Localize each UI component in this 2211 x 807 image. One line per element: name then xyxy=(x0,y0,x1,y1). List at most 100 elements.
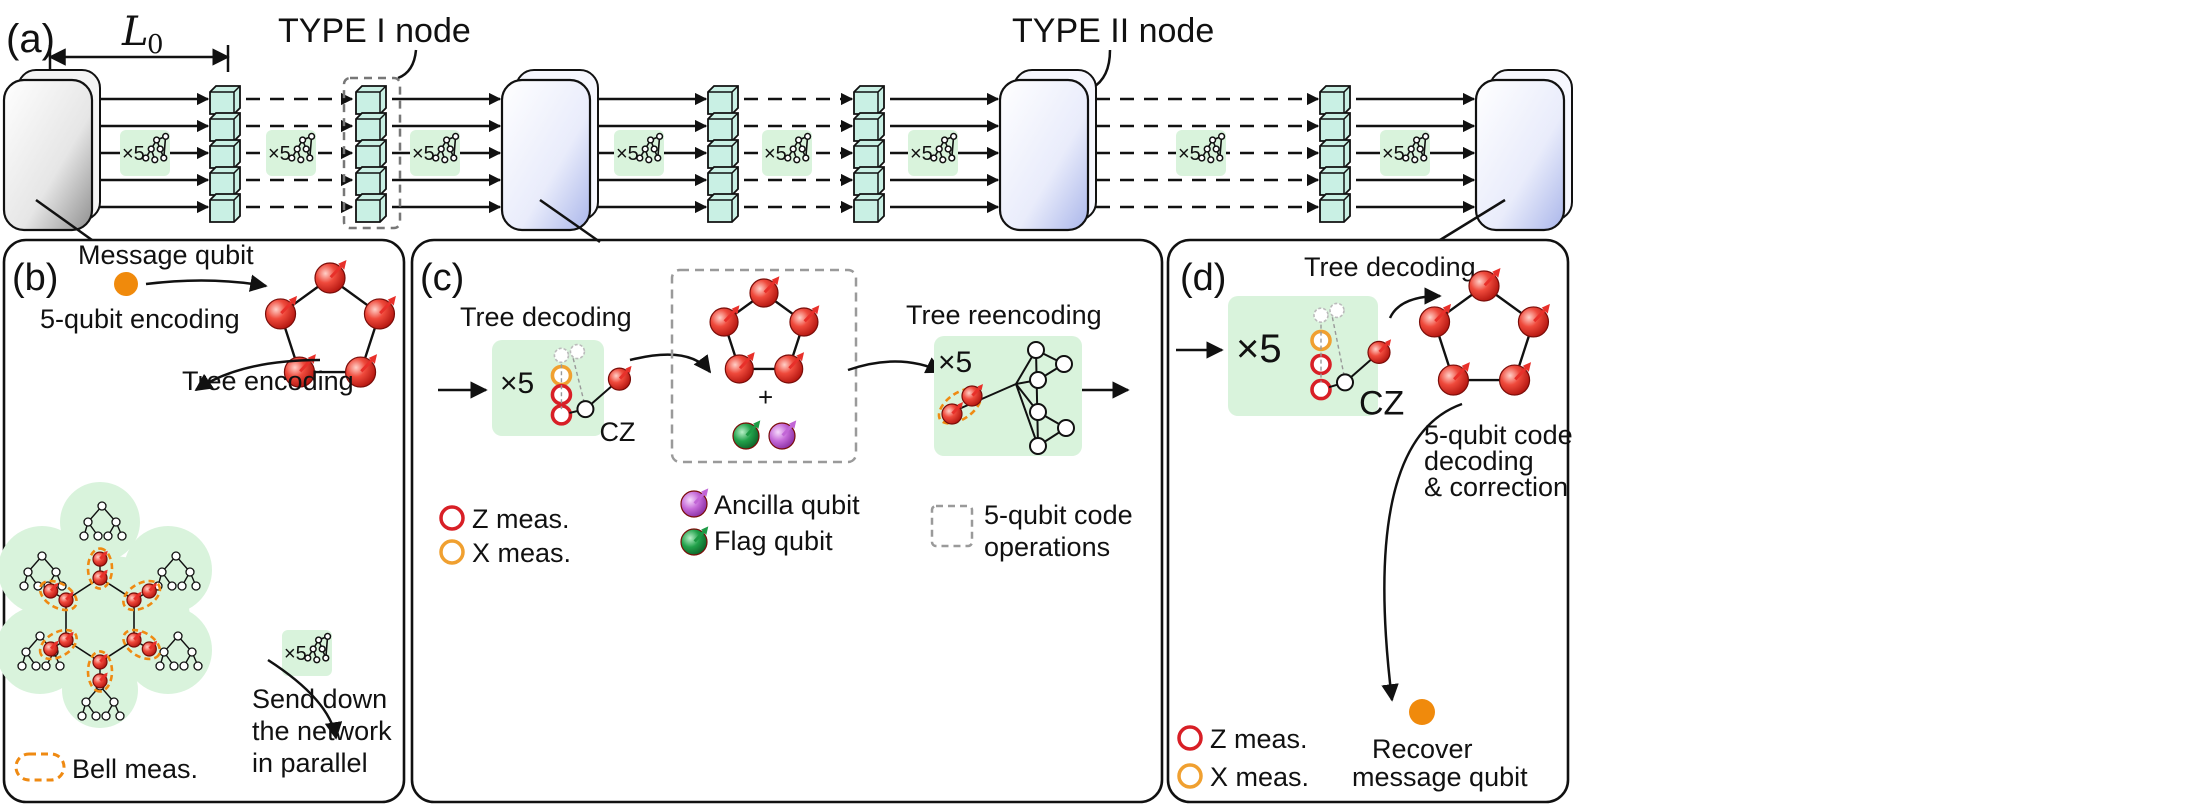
tree-node xyxy=(160,154,168,162)
message-qubit xyxy=(114,272,138,296)
leaf-tree xyxy=(155,631,203,671)
code-qubit xyxy=(1418,303,1452,338)
bell-pair xyxy=(38,628,78,661)
tree-node xyxy=(115,711,125,721)
repeater-cube xyxy=(707,193,739,223)
panel-b-frame xyxy=(2,238,406,804)
tree-node xyxy=(288,154,296,162)
repeater-cube xyxy=(1319,85,1351,115)
tree-node xyxy=(1057,419,1075,437)
times5-label: ×5 xyxy=(1178,143,1201,165)
decoded-qubit xyxy=(1367,339,1392,364)
flag-qubit xyxy=(732,420,761,450)
five-qubit-ops-box xyxy=(670,268,858,464)
bell-partner-qubit xyxy=(141,582,157,599)
times5-label: ×5 xyxy=(122,143,145,165)
tree-node xyxy=(35,631,45,641)
five-qubit-code-c xyxy=(709,276,820,384)
leaf-tree xyxy=(79,501,127,541)
tree-node xyxy=(79,531,89,541)
times5-label: ×5 xyxy=(284,643,307,665)
reencode-qubit xyxy=(941,402,963,425)
length-subscript: 0 xyxy=(147,30,164,60)
core-qubit xyxy=(126,631,142,648)
tree-node xyxy=(1216,154,1224,162)
tree-badges: ×5×5×5×5×5×5×5×5 xyxy=(120,130,1430,176)
tree-node xyxy=(1217,132,1226,141)
times5-label: ×5 xyxy=(764,143,787,165)
z-meas-icon-c xyxy=(439,505,465,531)
tree-badge: ×5 xyxy=(908,130,958,176)
tree-node xyxy=(442,136,451,144)
removed-branch xyxy=(560,351,587,410)
bell-pair xyxy=(122,628,162,661)
tree-node xyxy=(169,661,179,671)
tree-node xyxy=(1420,154,1428,162)
callout-d xyxy=(1439,198,1506,242)
d-recover-arrow xyxy=(1381,402,1463,702)
c-plus: + xyxy=(758,382,773,412)
length-symbol: L xyxy=(121,9,149,55)
ancilla-flag-pair xyxy=(732,420,797,450)
tree-encoding-label: Tree encoding xyxy=(182,366,354,396)
repeater-cube xyxy=(209,139,241,169)
repeater-cube xyxy=(355,139,387,169)
reencode-edges xyxy=(1015,349,1067,447)
removed-qubit xyxy=(1329,302,1345,319)
tree-node xyxy=(1027,341,1045,359)
c-ops-line-1: 5-qubit code xyxy=(984,500,1133,530)
tree-node xyxy=(450,154,458,162)
five-qubit-code-b xyxy=(264,260,396,388)
tree-node xyxy=(1029,437,1047,455)
tree-node xyxy=(19,581,29,591)
tree-node xyxy=(655,132,664,141)
bell-partner-qubit xyxy=(43,582,59,599)
bell-pair xyxy=(86,650,114,693)
tree-node xyxy=(322,654,330,662)
core-qubit xyxy=(58,631,74,648)
tree-node xyxy=(798,145,806,153)
repeater-cube xyxy=(853,166,885,196)
tree-node xyxy=(23,567,33,577)
repeater-cube xyxy=(1319,112,1351,142)
d-recover-line-1: Recover xyxy=(1372,734,1473,764)
repeater-cube xyxy=(355,193,387,223)
reencode-edge xyxy=(951,383,1017,413)
bell-partner-qubit xyxy=(92,672,108,689)
tree-node xyxy=(1029,403,1047,421)
tree-node xyxy=(55,661,65,671)
tree-badge: ×5 xyxy=(266,130,316,176)
tree-node xyxy=(306,154,314,162)
tree-node xyxy=(446,145,454,153)
code-qubit xyxy=(774,352,805,384)
repeater-cube xyxy=(209,166,241,196)
d-decode-line-3: & correction xyxy=(1424,472,1568,502)
removed-qubit xyxy=(569,343,586,360)
reencode-bg xyxy=(934,336,1082,456)
c-decode-arrow xyxy=(629,353,712,374)
type1-pointer xyxy=(397,49,418,80)
tree-node xyxy=(944,145,952,153)
c-flag-label: Flag qubit xyxy=(714,526,833,556)
times5-label: ×5 xyxy=(500,367,534,400)
repeater-cube xyxy=(707,85,739,115)
tree-node xyxy=(177,581,187,591)
ops-legend-icon xyxy=(930,504,974,548)
times5-label: ×5 xyxy=(910,143,933,165)
c-ancilla-label: Ancilla qubit xyxy=(714,490,860,520)
tree-node xyxy=(41,661,51,671)
tree-node xyxy=(1208,136,1217,144)
bell-pair xyxy=(86,547,114,590)
c-tree-decoding-box: ×5CZ xyxy=(492,340,635,447)
tree-node xyxy=(1212,145,1220,153)
d-decode-line-2: decoding xyxy=(1424,446,1534,476)
d-recover-line-2: message qubit xyxy=(1352,762,1528,792)
times5-label: ×5 xyxy=(1236,327,1282,371)
tree-node xyxy=(793,156,801,164)
tree-node xyxy=(179,661,189,671)
times5-label: ×5 xyxy=(938,346,972,379)
tree-node xyxy=(173,631,183,641)
tree-node xyxy=(155,661,165,671)
tree-node xyxy=(309,645,317,653)
tree-node xyxy=(191,581,201,591)
